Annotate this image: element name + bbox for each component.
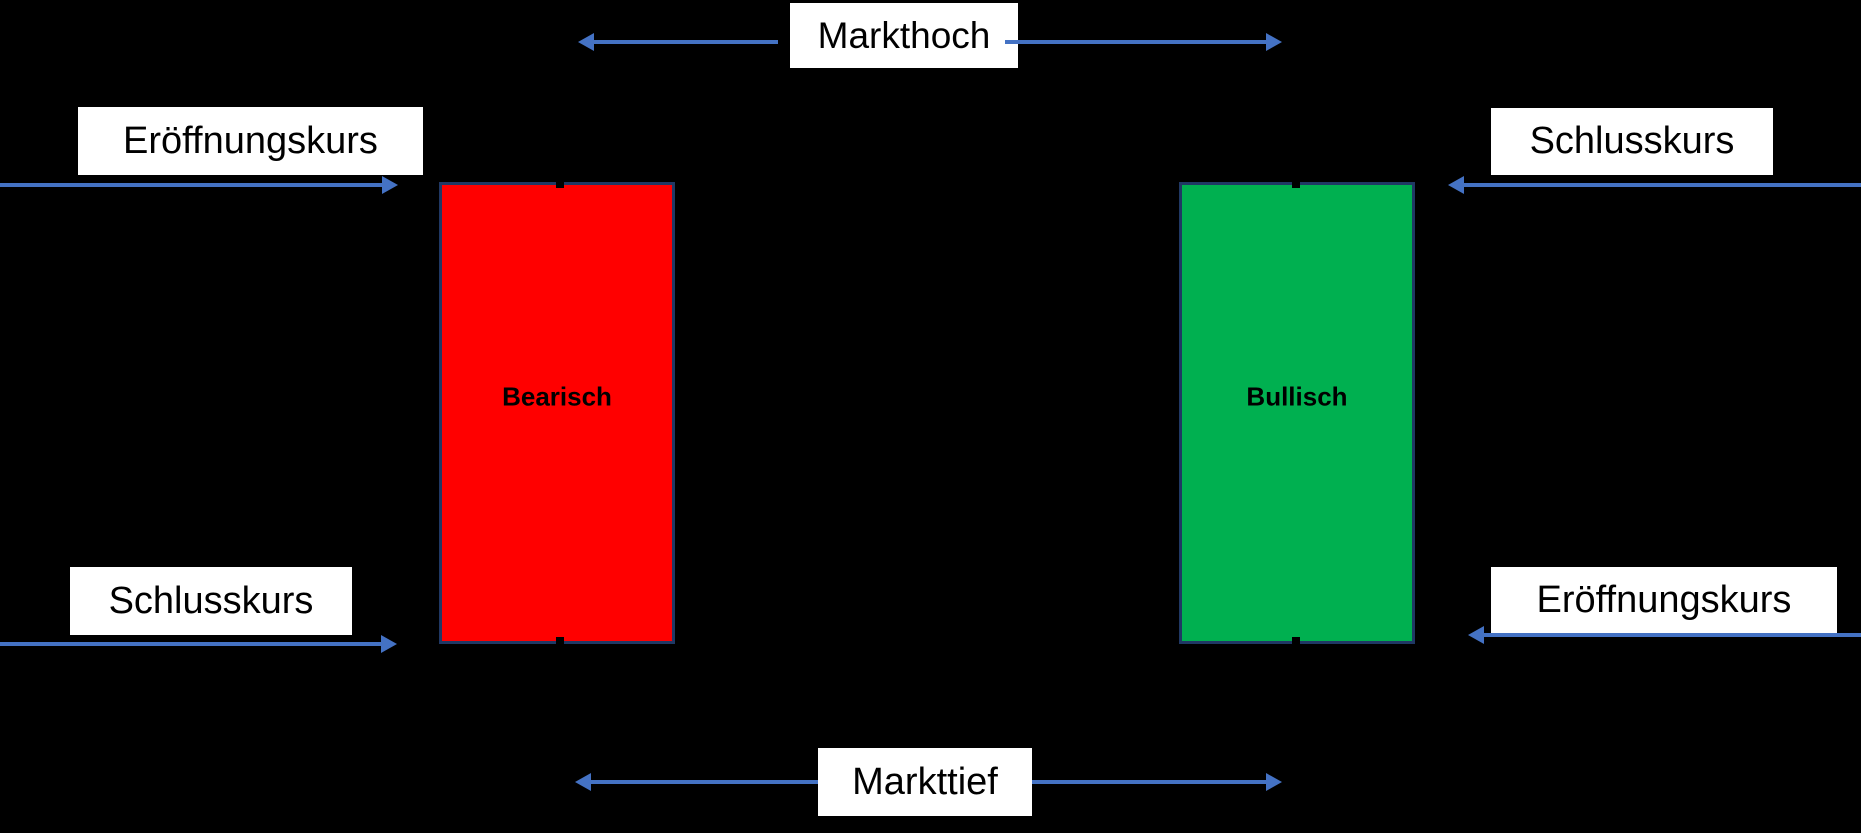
market-high-label: Markthoch	[790, 3, 1018, 68]
closing-price-arrow-right-line	[1463, 183, 1861, 187]
opening-price-label-right: Eröffnungskurs	[1491, 567, 1837, 633]
closing-price-arrow-left-line	[0, 642, 382, 646]
bearish-lower-wick	[556, 637, 564, 782]
opening-price-arrow-left-line	[0, 183, 383, 187]
market-high-arrow-right-head-icon	[1266, 33, 1282, 51]
bearish-candle-body: Bearisch	[439, 182, 675, 644]
bearish-upper-wick	[556, 42, 564, 188]
market-low-label: Markttief	[818, 748, 1032, 816]
bullish-candle-body: Bullisch	[1179, 182, 1415, 644]
market-low-arrow-left-head-icon	[575, 773, 591, 791]
bullish-lower-wick	[1292, 637, 1300, 782]
market-high-arrow-left-line	[594, 40, 778, 44]
market-low-arrow-right-line	[1032, 780, 1267, 784]
market-high-arrow-left-head-icon	[578, 33, 594, 51]
market-low-arrow-left-line	[591, 780, 818, 784]
closing-price-arrow-left-head-icon	[381, 635, 397, 653]
opening-price-arrow-right-head-icon	[1468, 626, 1484, 644]
closing-price-label-left: Schlusskurs	[70, 567, 352, 635]
closing-price-arrow-right-head-icon	[1448, 176, 1464, 194]
opening-price-arrow-right-line	[1483, 633, 1861, 637]
bearish-candle-label: Bearisch	[502, 381, 612, 412]
bullish-upper-wick	[1292, 42, 1300, 188]
bullish-candle-label: Bullisch	[1246, 381, 1348, 412]
market-low-arrow-right-head-icon	[1266, 773, 1282, 791]
closing-price-label-right: Schlusskurs	[1491, 108, 1773, 175]
opening-price-label-left: Eröffnungskurs	[78, 107, 423, 175]
market-high-arrow-right-line	[1005, 40, 1267, 44]
opening-price-arrow-left-head-icon	[382, 176, 398, 194]
